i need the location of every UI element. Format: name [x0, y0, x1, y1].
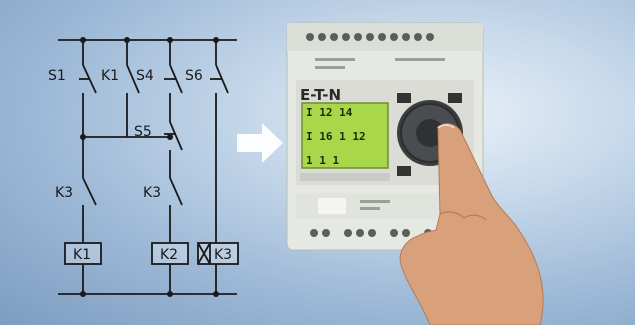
lcd-line: I 16 1 12	[306, 130, 366, 143]
coil-k1-box	[64, 242, 102, 265]
lcd-screen	[301, 102, 389, 169]
junction-dots	[80, 37, 219, 297]
label-k3-left: K3	[55, 185, 73, 201]
coil-k2-label: K2	[160, 247, 178, 263]
lcd-text-lines: I 12 14 I 16 1 12 1 1 1	[306, 106, 366, 167]
brand-logo: E-T-N	[300, 86, 341, 104]
label-s1: S1	[48, 68, 66, 84]
lcd-line: I 12 14	[306, 106, 353, 119]
coil-k1-label: K1	[73, 247, 91, 263]
pointing-hand	[399, 123, 544, 325]
coil-k3-label: K3	[214, 247, 232, 263]
ladder-schematic	[58, 39, 239, 295]
right-arrow-icon	[237, 123, 283, 163]
label-k1: K1	[101, 68, 119, 84]
coil-k2-box	[151, 242, 189, 265]
lcd-line: 1 1 1	[306, 154, 339, 167]
label-s5: S5	[134, 124, 152, 140]
label-k3-mid: K3	[143, 185, 161, 201]
label-s6: S6	[185, 68, 203, 84]
top-terminals	[306, 33, 434, 41]
label-s4: S4	[136, 68, 154, 84]
